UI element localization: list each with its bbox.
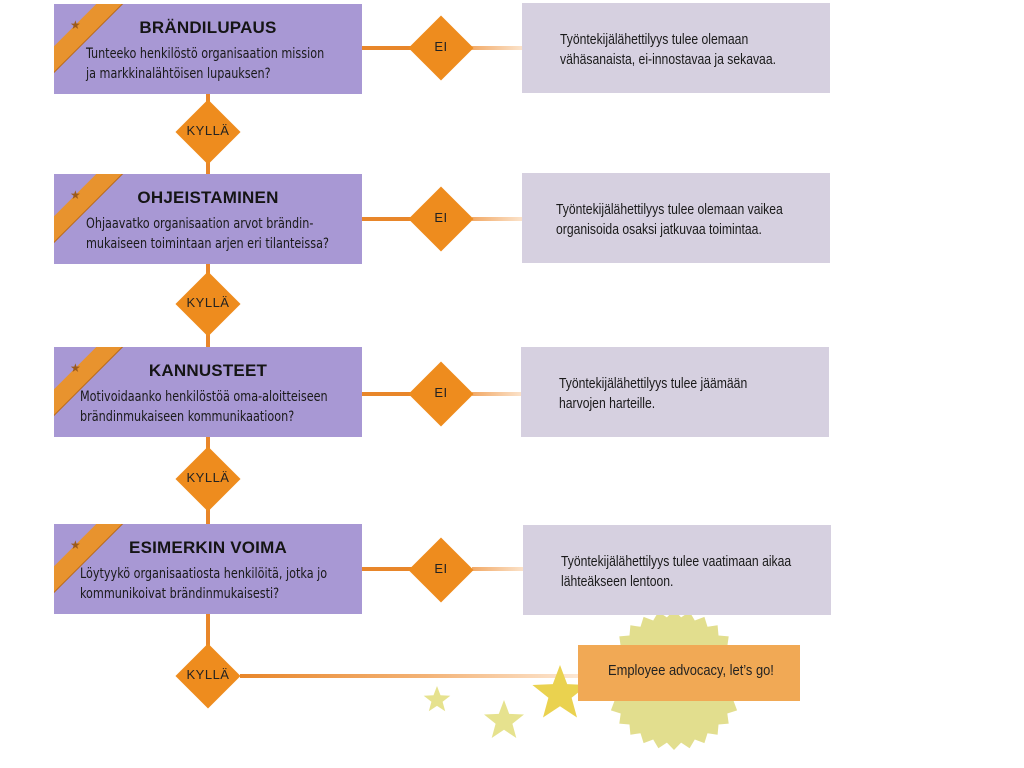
question-box-brandilupaus: ★ BRÄNDILUPAUS Tunteeko henkilöstö organ… — [54, 4, 362, 94]
outcome-box-2: Työntekijälähettilyys tulee olemaan vaik… — [522, 173, 830, 263]
step-title: OHJEISTAMINEN — [137, 188, 279, 207]
star-icon: ★ — [70, 361, 81, 375]
outcome-box-1: Työntekijälähettilyys tulee olemaan vähä… — [522, 3, 830, 93]
connector-no-4 — [362, 567, 414, 571]
step-question: Tunteeko henkilöstö organisaation missio… — [86, 46, 325, 82]
question-box-ohjeistaminen: ★ OHJEISTAMINEN Ohjaavatko organisaation… — [54, 174, 362, 264]
decision-yes-3: KYLLÄ — [175, 446, 241, 512]
star-icon: ★ — [70, 538, 81, 552]
connector-yes-final — [240, 674, 580, 678]
question-box-kannusteet: ★ KANNUSTEET Motivoidaanko henkilöstöä o… — [54, 347, 362, 437]
star-large-icon — [532, 665, 588, 718]
connector-vertical-4 — [206, 614, 210, 654]
outcome-box-4: Työntekijälähettilyys tulee vaatimaan ai… — [523, 525, 831, 615]
connector-no-1 — [362, 46, 412, 50]
step-question: Motivoidaanko henkilöstöä oma-aloitteise… — [80, 389, 328, 425]
star-small-icon — [423, 686, 451, 712]
final-result-text: Employee advocacy, let’s go! — [608, 662, 774, 679]
star-icon: ★ — [70, 18, 81, 32]
decision-no-3: EI — [408, 361, 474, 427]
decision-no-2: EI — [408, 186, 474, 252]
question-box-esimerkin-voima: ★ ESIMERKIN VOIMA Löytyykö organisaatios… — [54, 524, 362, 614]
outcome-box-3: Työntekijälähettilyys tulee jäämään harv… — [521, 347, 829, 437]
step-title: BRÄNDILUPAUS — [139, 18, 277, 37]
star-medium-icon — [484, 700, 524, 738]
connector-no-4-fade — [472, 567, 524, 571]
decision-yes-4: KYLLÄ — [175, 643, 241, 709]
final-result-box: Employee advocacy, let’s go! — [578, 645, 800, 701]
step-question: Ohjaavatko organisaation arvot brändin- … — [86, 216, 329, 252]
star-icon: ★ — [70, 188, 81, 202]
connector-no-2-fade — [472, 217, 522, 221]
decision-yes-1: KYLLÄ — [175, 99, 241, 165]
step-question: Löytyykö organisaatiosta henkilöitä, jot… — [80, 566, 328, 602]
connector-no-2 — [362, 217, 414, 221]
step-title: ESIMERKIN VOIMA — [129, 538, 287, 557]
connector-no-3 — [362, 392, 414, 396]
decision-no-4: EI — [408, 537, 474, 603]
decision-yes-2: KYLLÄ — [175, 271, 241, 337]
decision-no-1: EI — [408, 15, 474, 81]
step-title: KANNUSTEET — [148, 361, 268, 380]
connector-no-3-fade — [472, 392, 522, 396]
connector-no-1-fade — [470, 46, 522, 50]
